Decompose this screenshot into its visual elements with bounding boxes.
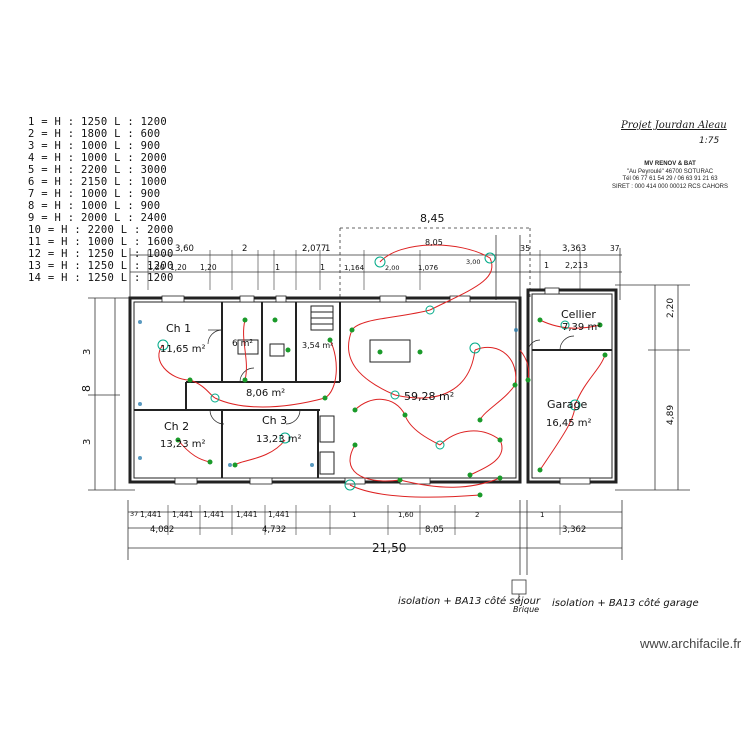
dim-bottom-3: 8,05 [425, 525, 444, 535]
dim-top-inner-11: 2,213 [565, 261, 588, 270]
drawing-scale: 1:75 [699, 136, 720, 146]
top-dimension-lines [129, 227, 622, 300]
dim-bottom-inner-6: 1 [352, 511, 356, 519]
dim-bottom-inner-7: 1,60 [398, 511, 414, 519]
note-brick: Brique [513, 605, 539, 614]
dim-annex-top: 8,45 [420, 212, 445, 225]
dim-right-1: 2,20 [666, 298, 676, 318]
room-area-wc: 3,54 m² [302, 341, 333, 350]
dim-top-inner-9: 3,00 [466, 258, 480, 266]
legend-item: 10 = H : 2200 L : 2000 [28, 224, 174, 236]
note-brick-arrow [511, 579, 527, 604]
dim-top-inner-5: 1 [320, 263, 325, 272]
legend-item: 4 = H : 1000 L : 2000 [28, 152, 168, 164]
legend-item: 6 = H : 2150 L : 1000 [28, 176, 168, 188]
dim-bottom-inner-9: 1 [540, 511, 544, 519]
company-stamp: MV RENOV & BAT "Au Peyroulé" 46700 SOTUR… [600, 161, 740, 191]
dim-bottom-inner-1: 1,441 [140, 510, 162, 519]
dim-top-4: 1 [325, 244, 330, 254]
dim-top-inner-7: 1,076 [418, 264, 439, 272]
plan-labels: Ch 1 11,65 m² Ch 2 13,23 m² Ch 3 13,23 m… [80, 212, 699, 614]
dim-right-2: 4,89 [666, 405, 676, 425]
dim-top-inner-3: 1,20 [200, 263, 217, 272]
dim-top-inner-2: 1,20 [170, 263, 187, 272]
room-area-ch2: 13,23 m² [160, 439, 206, 450]
room-area-garage: 16,45 m² [546, 418, 592, 429]
project-title: Projet Jourdan Aleau [621, 120, 727, 131]
company-address: "Au Peyroulé" 46700 SOTURAC [626, 168, 714, 175]
dim-bottom-inner-4: 1,441 [236, 510, 258, 519]
dim-left-3: 3 [82, 439, 93, 445]
dim-top-inner-8: 2,00 [385, 264, 399, 272]
building-walls [128, 287, 618, 485]
bottom-dimension-lines [127, 500, 623, 575]
room-area-ch1: 11,65 m² [160, 344, 206, 355]
dim-top-7: 3,363 [562, 244, 586, 254]
room-name-ch3: Ch 3 [262, 414, 287, 427]
room-name-ch2: Ch 2 [164, 420, 189, 433]
dim-bottom-inner-2: 1,441 [172, 510, 194, 519]
dim-top-5: 8,05 [425, 238, 443, 247]
legend-item: 8 = H : 1000 L : 900 [28, 200, 161, 212]
dim-bottom-37: 37 [130, 510, 138, 518]
dim-top-3: 2,077 [302, 244, 326, 254]
room-name-ch1: Ch 1 [166, 322, 191, 335]
dim-top-1: 3,60 [175, 244, 194, 254]
electrical-points [138, 252, 608, 498]
legend-item: 1 = H : 1250 L : 1200 [28, 116, 168, 128]
dim-top-inner-1: 1,20 [148, 263, 165, 272]
dim-bottom-inner-3: 1,441 [203, 510, 225, 519]
dim-top-6: 35 [520, 244, 530, 253]
watermark: www.archifacile.fr [640, 636, 742, 651]
dim-top-8: 37 [610, 244, 620, 253]
legend-item: 7 = H : 1000 L : 900 [28, 188, 161, 200]
legend-item: 3 = H : 1000 L : 900 [28, 140, 161, 152]
dim-top-inner-6: 1,164 [344, 264, 365, 272]
company-phone: Tél 06 77 61 54 29 / 06 63 91 21 63 [622, 176, 718, 182]
electrical-wiring [158, 244, 606, 498]
side-dimension-lines [88, 284, 690, 491]
dim-bottom-4: 3,362 [562, 525, 586, 535]
dim-top-inner-4: 1 [275, 263, 280, 272]
legend-item: 12 = H : 1250 L : 1000 [28, 248, 174, 260]
dim-bottom-2: 4,732 [262, 525, 286, 535]
dim-left-2: 8 [80, 385, 93, 392]
note-left: isolation + BA13 côté séjour [398, 595, 541, 607]
legend-item: 5 = H : 2200 L : 3000 [28, 164, 168, 176]
legend-item: 13 = H : 1250 L : 1200 [28, 260, 174, 272]
legend-item: 11 = H : 1000 L : 1600 [28, 236, 174, 248]
dim-left-1: 3 [82, 349, 93, 355]
legend-item: 14 = H : 1250 L : 1200 [28, 272, 174, 284]
room-area-living: 59,28 m² [404, 390, 454, 403]
company-siret: SIRET : 000 414 000 00012 RCS CAHORS [612, 183, 728, 190]
legend-item: 9 = H : 2000 L : 2400 [28, 212, 168, 224]
legend-item: 2 = H : 1800 L : 600 [28, 128, 161, 140]
dim-top-inner-10: 1 [544, 261, 549, 270]
dim-total: 21,50 [372, 541, 406, 555]
room-area-ch3: 13,23 m² [256, 434, 302, 445]
dim-bottom-inner-8: 2 [475, 511, 479, 519]
room-area-cellier: 7,39 m² [562, 322, 601, 333]
note-right: isolation + BA13 côté garage [552, 597, 699, 609]
dim-bottom-1: 4,082 [150, 525, 174, 535]
company-name: MV RENOV & BAT [644, 161, 696, 167]
room-area-hall: 8,06 m² [246, 388, 285, 399]
room-name-garage: Garage [547, 398, 588, 411]
room-name-cellier: Cellier [561, 308, 596, 321]
room-area-bath: 6 m² [232, 339, 253, 349]
dim-top-2: 2 [242, 244, 247, 254]
dim-bottom-inner-5: 1,441 [268, 510, 290, 519]
